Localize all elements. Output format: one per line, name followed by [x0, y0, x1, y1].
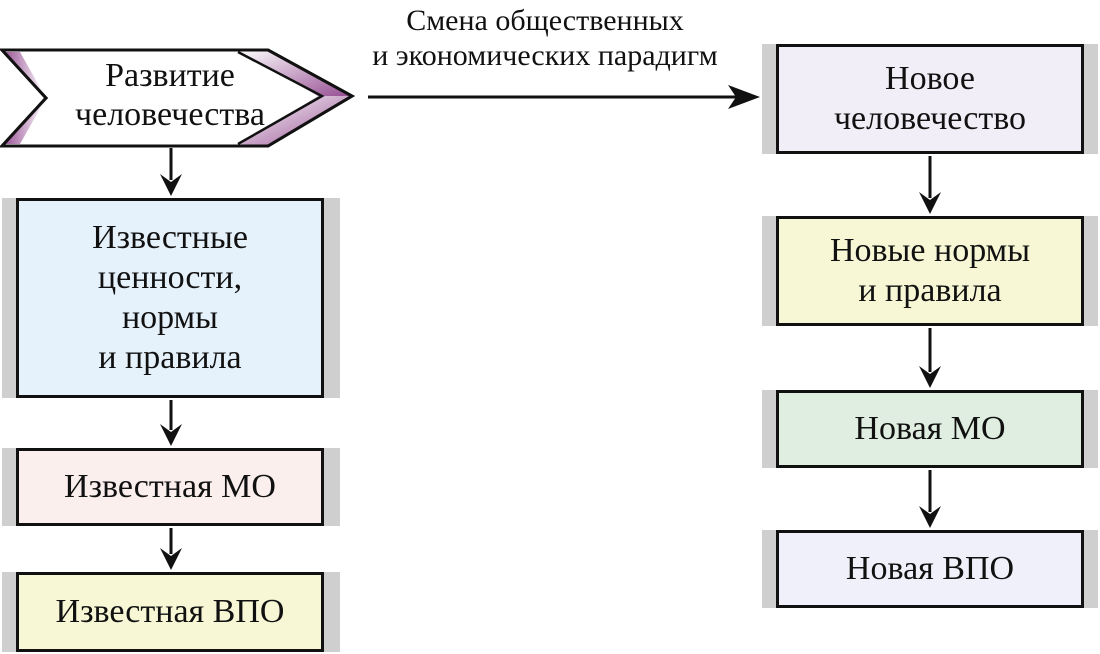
box-new-humanity-label: Новое человечество [833, 59, 1027, 137]
chevron-accent-bottom [238, 96, 352, 146]
chevron-accent-top [238, 50, 352, 96]
box-new-vpo: Новая ВПО [776, 530, 1084, 608]
box-new-mo: Новая МО [776, 390, 1084, 468]
box-new-norms-label: Новые нормы и правила [829, 231, 1031, 309]
box-new-humanity: Новое человечество [776, 44, 1084, 154]
box-known-vpo-label: Известная ВПО [55, 592, 285, 630]
transition-arrowhead [728, 85, 760, 109]
start-node-label: Развитие человечества [75, 57, 265, 134]
box-known-values: Известные ценности, нормы и правила [16, 198, 324, 398]
box-new-mo-label: Новая МО [854, 409, 1006, 447]
box-new-norms: Новые нормы и правила [776, 216, 1084, 326]
box-known-vpo: Известная ВПО [16, 572, 324, 652]
box-known-mo-label: Известная МО [64, 467, 276, 505]
start-chevron [0, 48, 356, 148]
box-known-values-label: Известные ценности, нормы и правила [92, 218, 248, 377]
box-new-vpo-label: Новая ВПО [845, 549, 1015, 587]
box-known-mo: Известная МО [16, 448, 324, 526]
transition-label: Смена общественных и экономических парад… [372, 4, 718, 72]
chevron-accent-left [5, 52, 46, 144]
